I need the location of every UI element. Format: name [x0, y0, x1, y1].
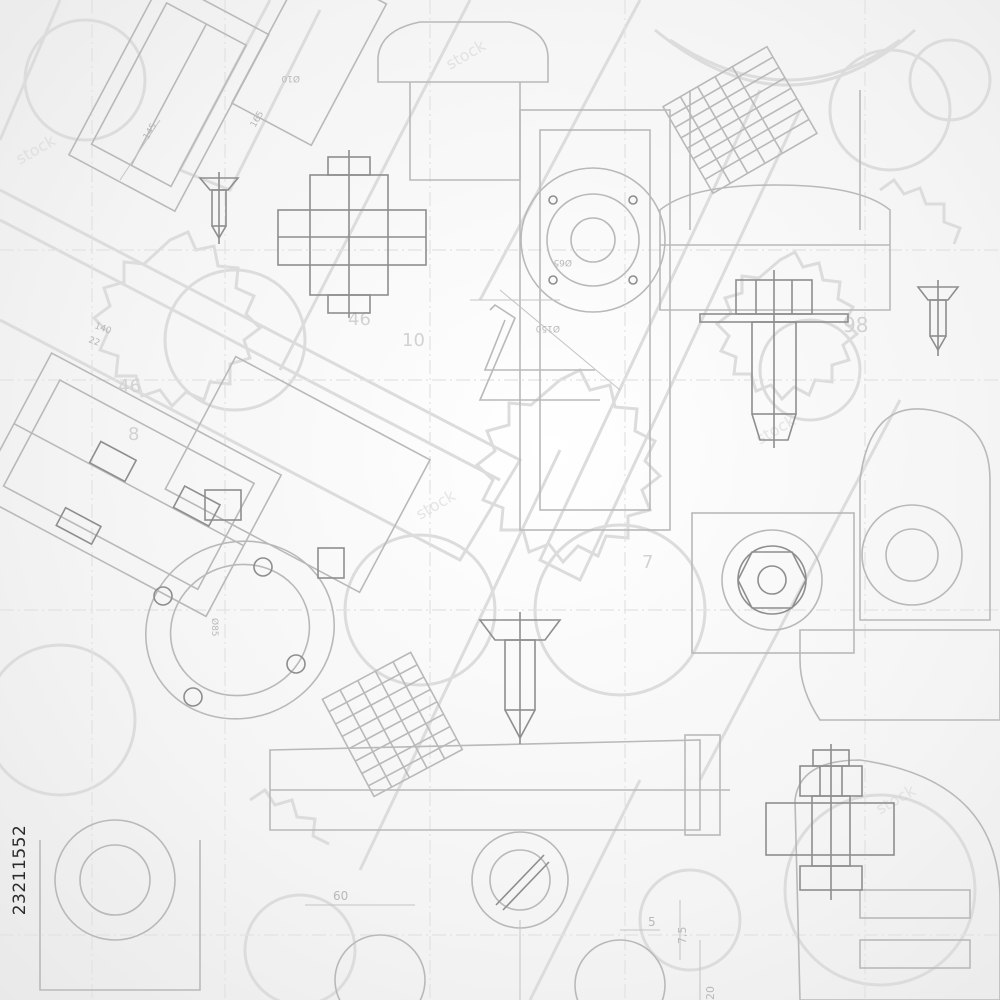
gear-outline: [249, 787, 330, 846]
channel-section: [478, 303, 600, 401]
bolt-hole: [628, 275, 638, 285]
keyed-hub: [574, 939, 666, 1000]
countersunk-screw: [478, 612, 562, 744]
vertical-block: [519, 109, 671, 531]
faint-circle: [243, 893, 357, 1000]
square-nut: [317, 547, 345, 579]
oval-flange-inner: [169, 563, 311, 697]
bearing-housing: [859, 408, 991, 621]
bolt-hole: [548, 195, 558, 205]
bearing-inner: [885, 528, 939, 582]
diagonal-beam: [0, 0, 62, 141]
dimension-label: 10: [402, 330, 425, 351]
rotated-assembly: [164, 355, 432, 594]
dimension-label: Ø150: [535, 323, 560, 334]
screw-slot: [495, 854, 545, 906]
dimension-label: Ø65: [553, 257, 572, 268]
base-plate: [799, 629, 1000, 721]
top-arc: [654, 28, 916, 87]
dimension-label: 7,5: [676, 927, 689, 945]
faint-circle: [163, 268, 307, 412]
faint-circle: [783, 793, 977, 987]
vertical-block-inner: [539, 129, 651, 511]
housing-top: [659, 184, 891, 311]
diagonal-beam: [0, 218, 501, 482]
hub-outer: [54, 819, 176, 941]
bolt-hole: [153, 586, 173, 606]
hub-inner: [79, 844, 151, 916]
bolt-hole: [183, 687, 203, 707]
rotated-assembly: [0, 351, 283, 618]
lower-right-plate: [794, 759, 1000, 1000]
housing-square: [691, 512, 855, 654]
screw-head-inner: [489, 849, 551, 911]
bearing-outer: [861, 504, 963, 606]
rotated-frame: [230, 0, 388, 147]
flange-outer: [520, 167, 666, 313]
dimension-label: 5: [648, 915, 656, 929]
gear-outline: [714, 249, 860, 402]
gear-outline: [474, 367, 663, 565]
square-nut: [204, 489, 242, 521]
diagonal-beam: [528, 779, 642, 1000]
hex-bolt: [699, 270, 849, 448]
dimension-label: 20: [704, 986, 717, 1000]
dimension-label: Ø10: [281, 73, 300, 84]
flange-inner: [546, 193, 640, 287]
gear-outline: [879, 177, 962, 245]
nut-bolt-assembly: [765, 744, 895, 900]
stock-id-text: 23211552: [10, 824, 30, 916]
faint-circle: [758, 318, 862, 422]
dimension-label: 22: [87, 335, 101, 348]
countersunk-screw: [916, 280, 960, 356]
dimension-label: 46: [118, 376, 141, 397]
faint-circle: [0, 643, 137, 797]
bolt-hole: [628, 195, 638, 205]
dimension-label: 60: [333, 889, 348, 903]
plate-nuts: [55, 440, 222, 546]
dimension-label: Ø85: [209, 618, 220, 637]
dimension-line: [499, 289, 621, 391]
stock-id-label: 23211552: [6, 770, 34, 970]
shaft-collar: [684, 734, 721, 836]
oval-flange: [144, 540, 336, 720]
diagonal-beam: [0, 188, 523, 562]
dimension-label: 8: [128, 424, 139, 445]
slot-bar: [859, 889, 971, 919]
dimension-line: [119, 119, 161, 181]
slot-bar: [859, 939, 971, 969]
hatched-block: [661, 45, 819, 195]
hatched-block: [321, 651, 464, 798]
gear-outline: [91, 230, 263, 409]
bolt-cross-assembly: [277, 150, 427, 318]
dimension-label: 7: [642, 552, 653, 573]
diagonal-beam: [278, 0, 472, 371]
bolt-hole: [286, 654, 306, 674]
bolt-hole: [548, 275, 558, 285]
nut-circle: [721, 529, 823, 631]
cap-profile: [377, 21, 549, 83]
shaft-body: [269, 739, 701, 831]
bolt-hole: [253, 557, 273, 577]
top-arc: [669, 38, 901, 82]
diagonal-beam: [698, 399, 902, 781]
keyed-hub: [334, 934, 426, 1000]
screw-slot: [502, 861, 550, 911]
channel-section: [483, 319, 595, 371]
dimension-label: 46: [348, 309, 371, 330]
diagonal-beam: [358, 449, 562, 871]
rotated-frame: [67, 0, 270, 213]
hub-frame: [39, 840, 201, 991]
faint-circle: [638, 868, 742, 972]
hex-nut-top: [737, 545, 807, 615]
flange-bore: [570, 217, 616, 263]
countersunk-screw: [198, 172, 240, 244]
faint-circle: [908, 38, 992, 122]
